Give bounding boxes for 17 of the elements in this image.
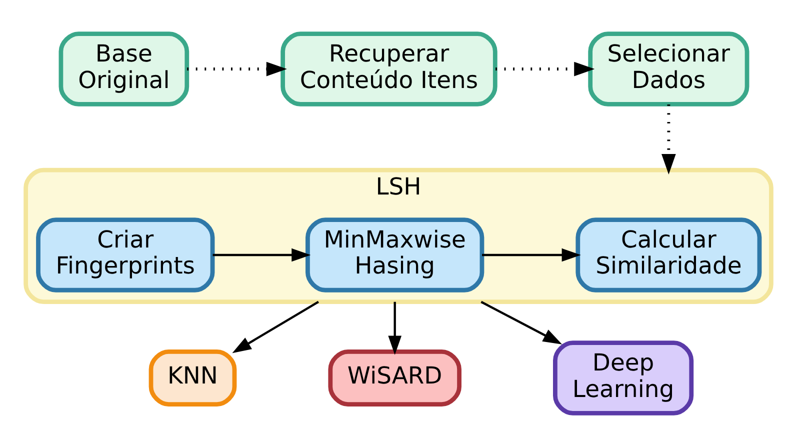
node-box: WiSARD [328, 348, 462, 406]
arrow [232, 300, 319, 353]
node-box: Criar Fingerprints [36, 217, 215, 292]
arrow [187, 61, 287, 76]
arrow [212, 248, 311, 262]
arrow [388, 301, 402, 354]
node-box: Calcular Similaridade [576, 217, 762, 292]
arrow [496, 61, 595, 76]
arrow [480, 300, 562, 344]
node-box: Selecionar Dados [588, 31, 750, 106]
node-box: Recuperar Conteúdo Itens [280, 31, 498, 106]
node-box: Deep Learning [553, 340, 694, 415]
arrow [482, 248, 581, 262]
node-box: Base Original [58, 31, 190, 106]
node-box: KNN [148, 348, 237, 406]
node-box: MinMaxwise Hasing [306, 217, 484, 292]
arrow [662, 104, 676, 174]
